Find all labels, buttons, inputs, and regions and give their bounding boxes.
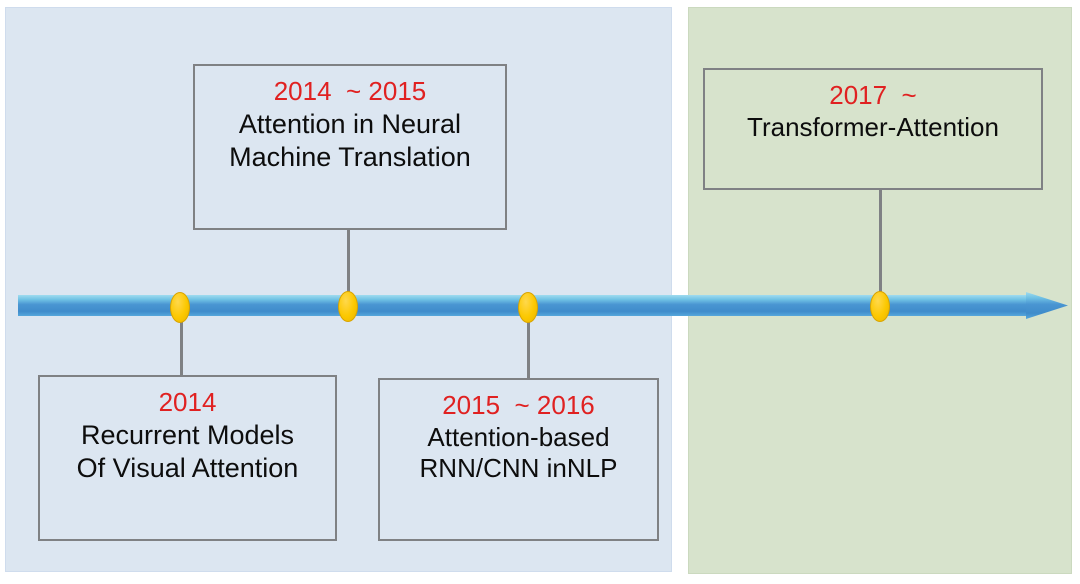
- connector-stem-transformer-attention: [879, 189, 882, 301]
- connector-stem-visual-attention: [180, 318, 183, 376]
- milestone-years: 2017 ~: [829, 80, 917, 110]
- milestone-title: Attention in Neural Machine Translation: [229, 108, 471, 172]
- connector-stem-neural-machine-translation: [347, 229, 350, 301]
- milestone-card-transformer-attention[interactable]: 2017 ~ Transformer-Attention: [703, 68, 1043, 190]
- milestone-years: 2014 ~ 2015: [273, 76, 427, 106]
- milestone-card-rnn-cnn-nlp[interactable]: 2015 ~ 2016 Attention-based RNN/CNN inNL…: [378, 378, 659, 541]
- connector-stem-rnn-cnn-nlp: [527, 318, 530, 379]
- milestone-marker-visual-attention[interactable]: [170, 292, 190, 323]
- milestone-card-neural-machine-translation[interactable]: 2014 ~ 2015 Attention in Neural Machine …: [193, 64, 507, 230]
- milestone-marker-rnn-cnn-nlp[interactable]: [518, 292, 538, 323]
- milestone-years: 2014: [158, 387, 217, 417]
- milestone-card-visual-attention[interactable]: 2014 Recurrent Models Of Visual Attentio…: [38, 375, 337, 541]
- milestone-years: 2015 ~ 2016: [442, 390, 595, 420]
- milestone-marker-neural-machine-translation[interactable]: [338, 291, 358, 322]
- milestone-title: Recurrent Models Of Visual Attention: [76, 419, 299, 483]
- milestone-title: Attention-based RNN/CNN inNLP: [419, 421, 618, 484]
- milestone-marker-transformer-attention[interactable]: [870, 291, 890, 322]
- era-panel-early-attention: [5, 7, 672, 572]
- milestone-title: Transformer-Attention: [747, 111, 999, 142]
